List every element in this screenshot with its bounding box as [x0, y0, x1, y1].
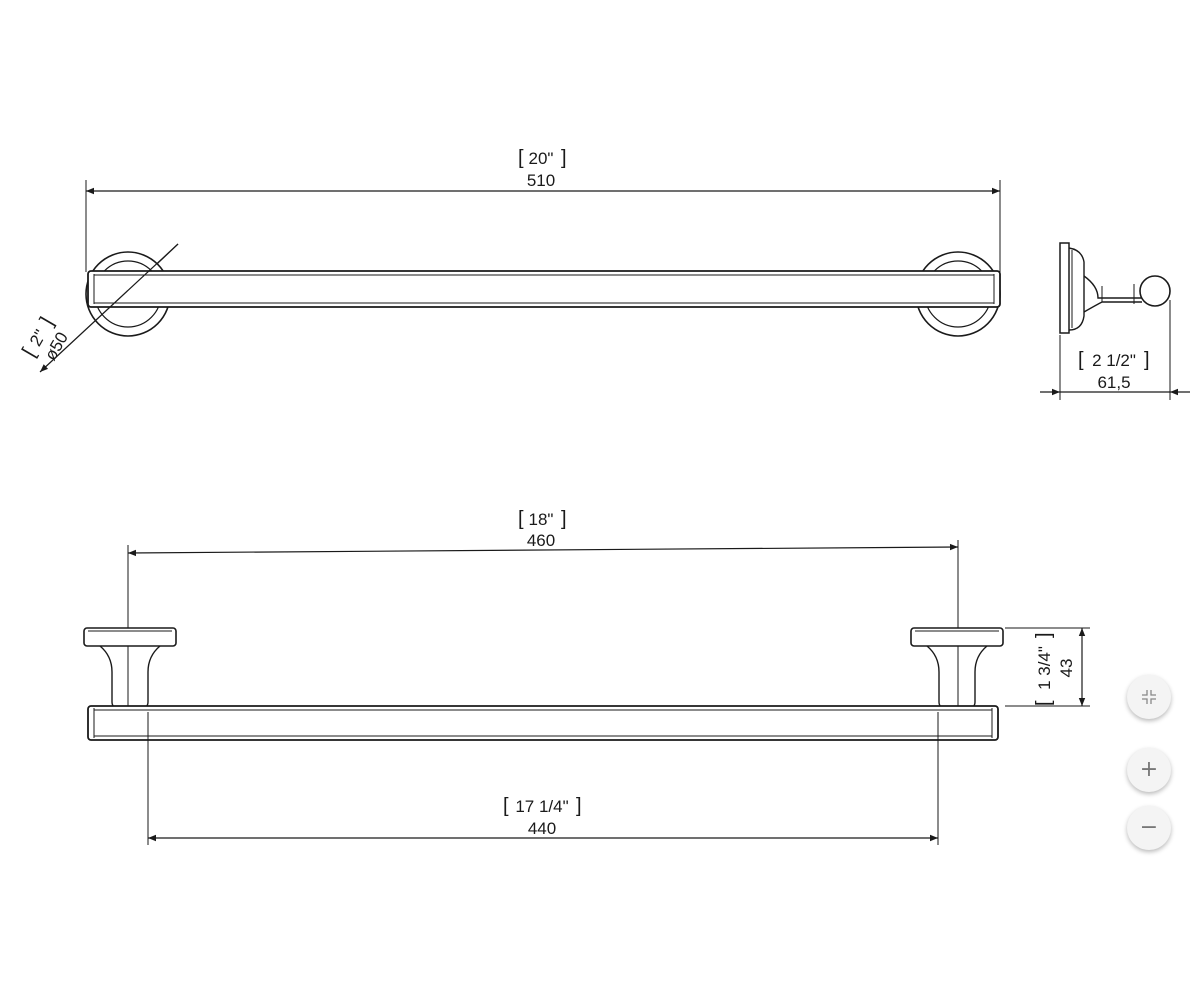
svg-text:]: ]: [1033, 632, 1055, 638]
height-label: [ 1 3/4" ] 43: [1033, 632, 1076, 706]
svg-text:]: ]: [36, 314, 58, 330]
plan-view: [83, 540, 1090, 845]
side-dim-inch: 2 1/2": [1092, 351, 1136, 370]
height-mm: 43: [1057, 659, 1076, 678]
diameter-label: [ 2" ] ø50: [18, 314, 72, 364]
bracket-left: [: [503, 795, 509, 817]
plus-icon: +: [1139, 757, 1159, 782]
fit-to-screen-button[interactable]: [1127, 675, 1171, 719]
bracket-left: [: [518, 147, 524, 169]
bracket-right: ]: [561, 147, 567, 169]
zoom-in-button[interactable]: +: [1127, 748, 1171, 792]
bottom-centers-inch: 18": [529, 510, 554, 529]
bracket-right: ]: [1144, 349, 1150, 371]
bracket-right: ]: [561, 508, 567, 530]
top-dim-mm: 510: [527, 171, 555, 190]
bottom-inner-inch: 17 1/4": [515, 797, 568, 816]
bracket-right: ]: [576, 795, 582, 817]
bracket-left: [: [518, 508, 524, 530]
svg-text:[: [: [1033, 700, 1055, 706]
side-view: [1040, 242, 1190, 400]
front-view: [39, 180, 1001, 373]
top-dim-inch: 20": [529, 149, 554, 168]
zoom-out-button[interactable]: −: [1127, 806, 1171, 850]
minus-icon: −: [1139, 815, 1159, 840]
height-inch: 1 3/4": [1035, 646, 1054, 690]
collapse-arrows-icon: [1142, 690, 1156, 704]
bottom-centers-mm: 460: [527, 531, 555, 550]
bracket-left: [: [1078, 349, 1084, 371]
side-dim-mm: 61,5: [1097, 373, 1130, 392]
bottom-inner-mm: 440: [528, 819, 556, 838]
